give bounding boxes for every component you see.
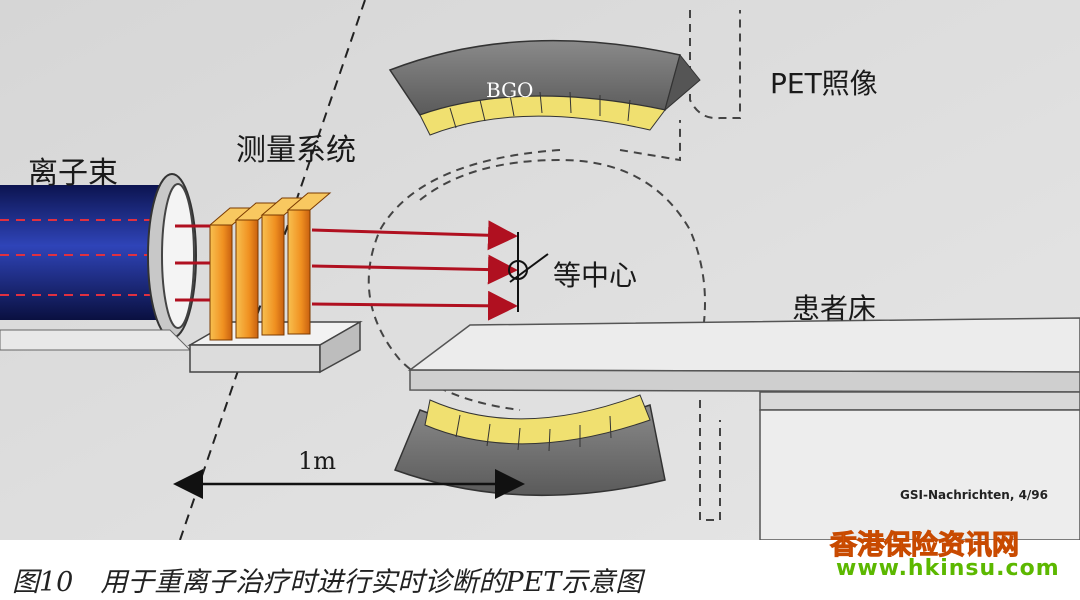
distance-label: 1m	[298, 447, 337, 475]
patient-couch-label: 患者床	[792, 292, 877, 325]
patient-couch	[407, 317, 1080, 540]
isocenter-marker	[508, 232, 549, 312]
beam-pipe	[0, 173, 197, 351]
isocenter-label: 等中心	[553, 259, 638, 292]
figure-caption: 图10 用于重离子治疗时进行实时诊断的PET示意图	[12, 567, 643, 598]
beam-arrows	[175, 220, 518, 321]
top-detector	[388, 39, 701, 136]
source-credit: GSI-Nachrichten, 4/96	[900, 488, 1049, 502]
beam-arrow-middle	[311, 254, 518, 285]
ion-beam-label: 离子束	[28, 156, 118, 191]
watermark-url: www.hkinsu.com	[836, 556, 1060, 581]
measurement-plates	[208, 192, 332, 341]
beam-arrow-bottom	[311, 290, 518, 321]
pet-diagram	[0, 0, 1080, 540]
pet-imaging-label: PET照像	[770, 67, 878, 100]
beam-arrow-top	[311, 220, 518, 251]
bgo-label: BGO	[486, 78, 534, 102]
watermark-site-name: 香港保险资讯网	[830, 530, 1020, 562]
measurement-system-label: 测量系统	[236, 133, 356, 168]
